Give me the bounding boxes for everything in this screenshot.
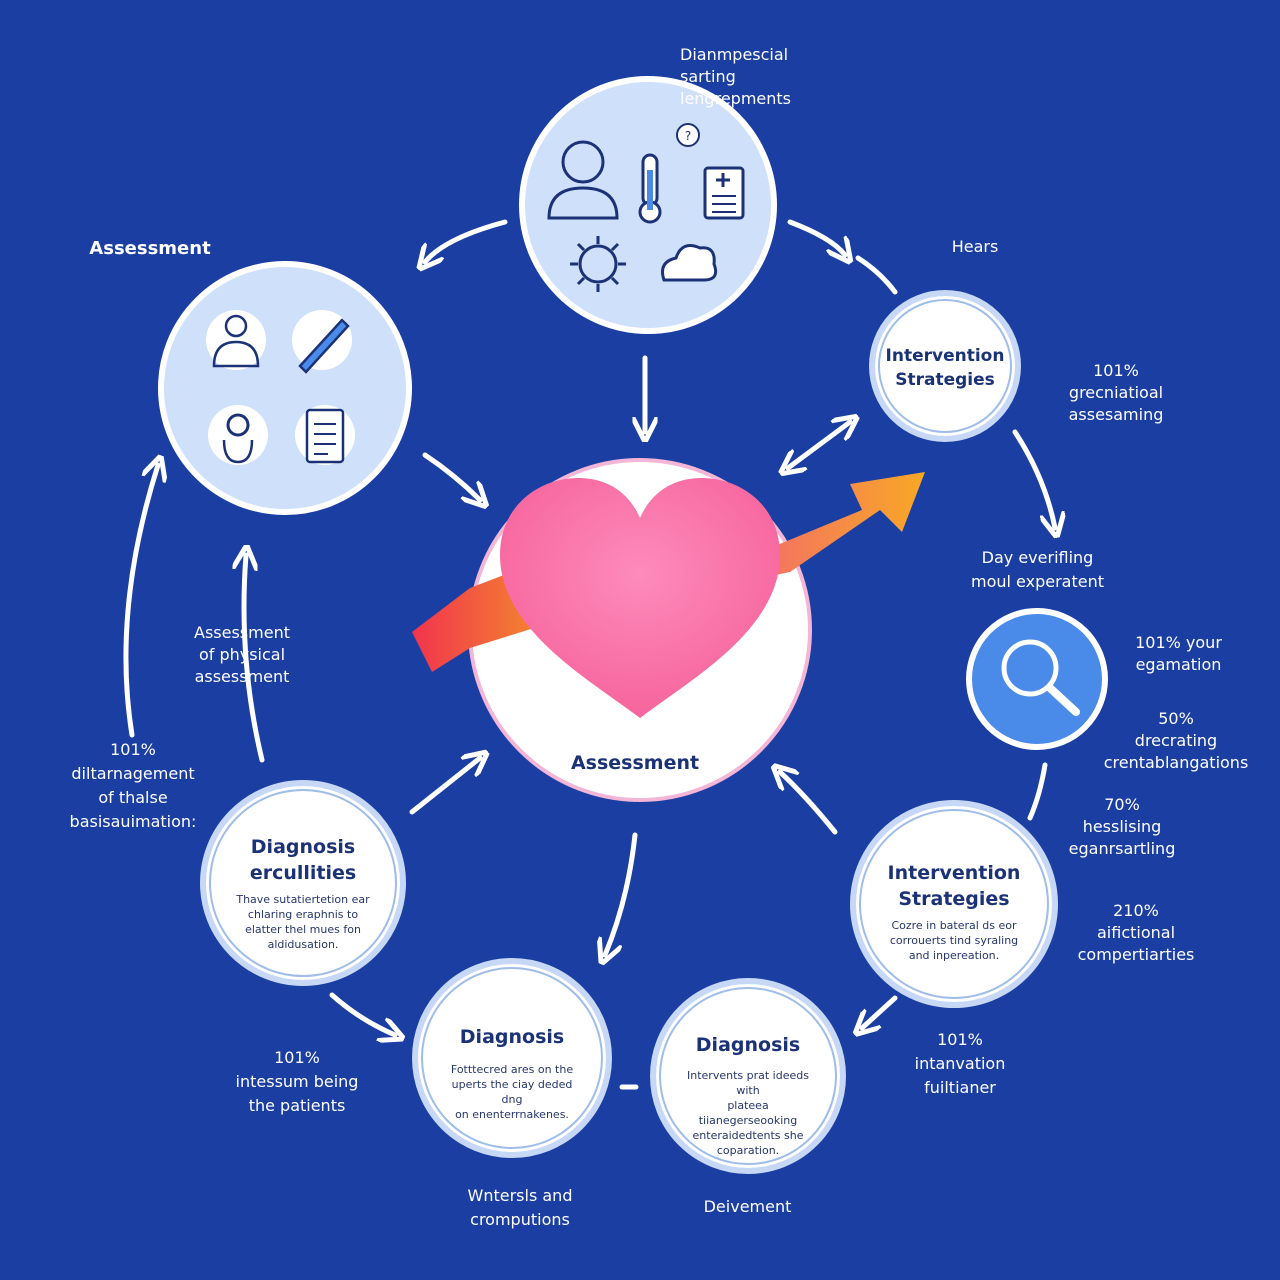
intervention-bottom-node[interactable]: Intervention Strategies Cozre in bateral… [850,800,1058,1008]
label-bottom-2: Deivement [703,1197,792,1216]
sun-icon [570,236,626,292]
label-top-left: Assessment [89,238,211,259]
doctor-icon [206,310,266,370]
diagnosis-left-title: Diagnosis ercullities [249,836,357,884]
diagnosis-bottom-right-node[interactable]: Diagnosis Intervents prat ideeds with pl… [650,978,846,1174]
arrow-intbottom-to-center [780,772,838,835]
user-icon [547,140,619,220]
question-bubble-icon: ? [676,123,700,147]
intervention-top-node[interactable]: Intervention Strategies [869,290,1021,442]
diagnosis-bottom-left-body: Fotttecred ares on the uperts the ciay d… [450,1063,574,1121]
top-left-node[interactable] [158,261,412,515]
diagnosis-bottom-right-body: Intervents prat ideeds with plateea tiia… [687,1069,809,1157]
arrow-diagleft-to-diagbottom [329,992,395,1035]
arrow-top-to-topleft [425,219,508,262]
heart-icon [500,478,780,718]
intervention-top-title: Intervention Strategies [885,346,1005,390]
diagnosis-left-body: Thave sutatiertetion ear chlaring eraphn… [236,893,370,951]
arrow-intbottom-to-diagright [862,995,898,1028]
thermometer-icon [638,153,662,224]
label-right-1: 101% grecniatioal assesaming [1068,361,1164,424]
diagnosis-bottom-left-title: Diagnosis [459,1026,565,1048]
intervention-bottom-body: Cozre in bateral ds eor corrouerts tind … [889,919,1019,962]
diagnosis-bottom-right-title: Diagnosis [695,1034,801,1056]
arrow-top-to-topright [787,219,845,255]
medical-document-icon [703,166,745,220]
svg-text:?: ? [685,129,691,143]
label-right-7: 101% intanvation fuiltianer [914,1030,1006,1097]
label-top-right: Hears [951,237,999,256]
arrow-far-left-up [123,465,158,738]
arrow-center-down [605,832,638,955]
stethoscope-icon [208,405,268,465]
arrow-magnifier-down [1027,762,1048,821]
label-top-center: Dianmpescial sarting lengrepments [680,45,791,108]
magnifier-node[interactable] [966,608,1108,750]
center-node-title: Assessment [570,752,700,774]
arrow-topleft-to-center [422,452,480,500]
intervention-bottom-title: Intervention Strategies [887,862,1021,910]
label-right-2: Day everifling moul experatent [971,548,1104,591]
arrow-intervention-double [788,422,850,468]
label-mid-left: Assessment of physical assessment [194,623,290,686]
arrow-topright-to-hearts [855,255,898,295]
arrow-diagleft-to-center [409,758,480,815]
diagnosis-bottom-left-node[interactable]: Diagnosis Fotttecred ares on the uperts … [412,958,612,1158]
clipboard-icon [295,405,355,465]
magnifier-icon [1001,639,1080,716]
arrow-intervention-down [1012,429,1055,528]
cloud-icon [661,244,718,282]
cycle-arrows [123,219,1055,1090]
label-right-6: 210% aifictional compertiarties [1077,901,1195,964]
label-right-4: 50% drecrating crentablangations [1103,709,1249,772]
arrow-mid-left-up [244,555,265,763]
pen-icon [292,310,352,374]
label-far-left: 101% diltarnagement of thalse basisauima… [69,740,197,831]
diagnosis-left-node[interactable]: Diagnosis ercullities Thave sutatierteti… [200,780,406,986]
label-bottom-left: 101% intessum being the patients [235,1048,359,1115]
label-right-3: 101% your egamation [1135,633,1222,674]
label-bottom-1: Wntersls and cromputions [467,1186,573,1229]
label-right-5: 70% hesslising eganrsartling [1068,795,1176,858]
